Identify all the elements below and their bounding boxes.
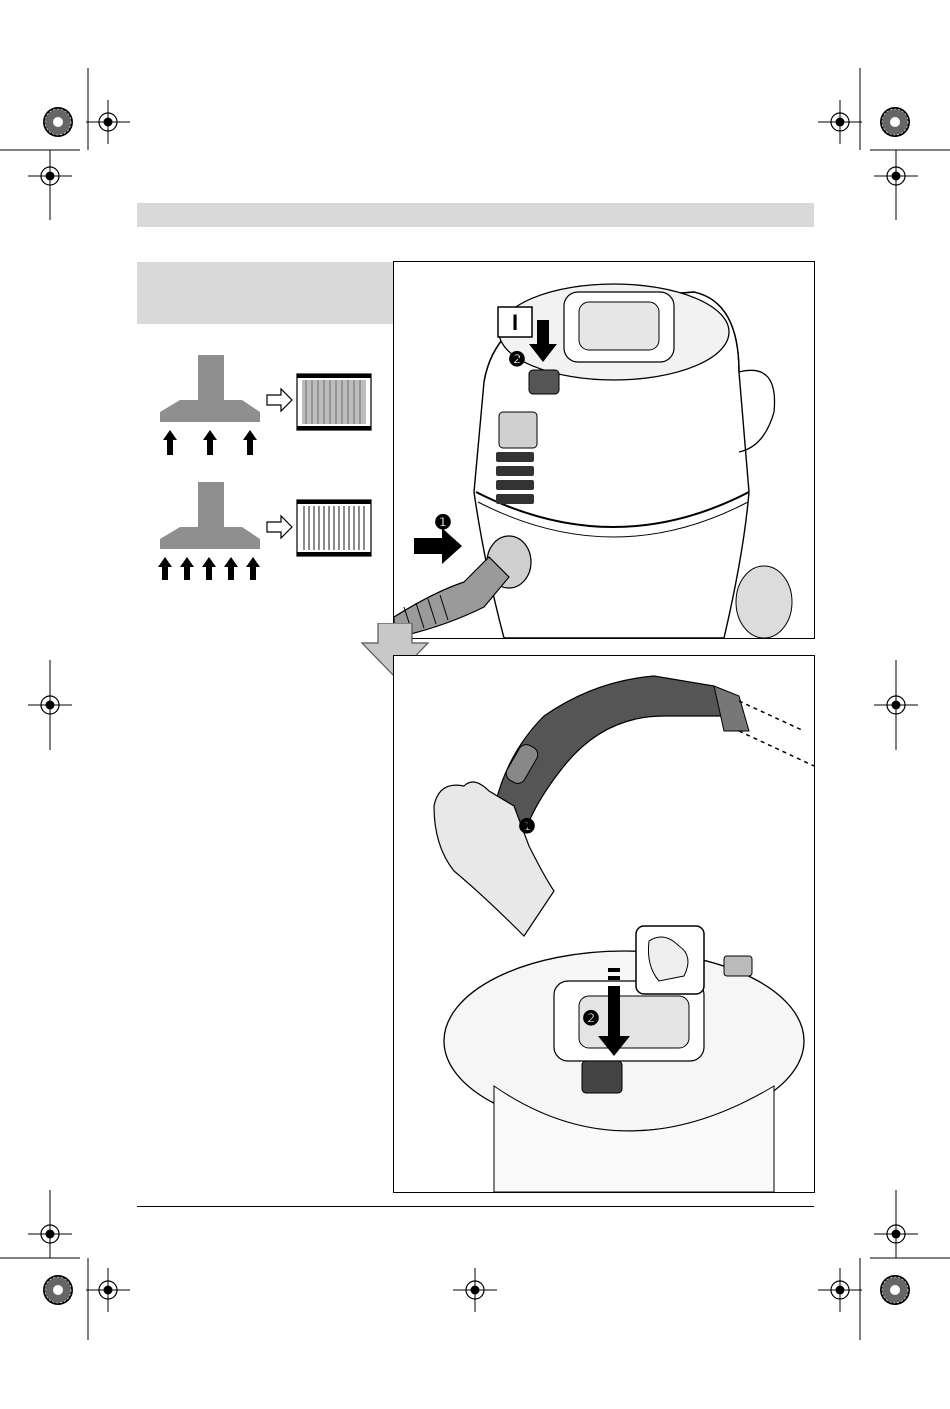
color-wheel-icon [43,107,73,137]
figure-hose-connection: I ❶ ❷ [393,261,815,639]
arrow-up-icon [163,430,257,455]
registration-mark-icon [28,1212,72,1256]
registration-mark-icon [28,683,72,727]
arrow-up-icon [158,557,260,580]
registration-mark-icon [874,154,918,198]
filter-icon [297,374,371,430]
hood-icon [160,355,260,422]
color-wheel-icon [880,1275,910,1305]
filter-icon [297,500,371,556]
step-marker: ❶ [518,814,536,839]
color-wheel-icon [43,1275,73,1305]
registration-mark-icon [86,100,130,144]
registration-mark-icon [86,1268,130,1312]
registration-mark-icon [453,1268,497,1312]
figure-hose-handle: ❶ ❷ [393,655,815,1193]
arrow-right-outline-icon [267,516,292,538]
registration-mark-icon [28,154,72,198]
step-marker: ❷ [508,347,526,372]
registration-mark-icon [874,1212,918,1256]
color-wheel-icon [880,107,910,137]
hood-icon [160,482,260,549]
step-marker: ❶ [434,510,452,535]
step-marker: ❷ [582,1006,600,1031]
registration-mark-icon [874,683,918,727]
arrow-right-outline-icon [267,389,292,411]
footer-rule [137,1206,814,1207]
switch-symbol: I [512,310,518,335]
registration-mark-icon [818,100,862,144]
filter-diagram [150,350,385,585]
section-heading-box [137,262,393,324]
registration-mark-icon [818,1268,862,1312]
header-bar [137,203,814,227]
